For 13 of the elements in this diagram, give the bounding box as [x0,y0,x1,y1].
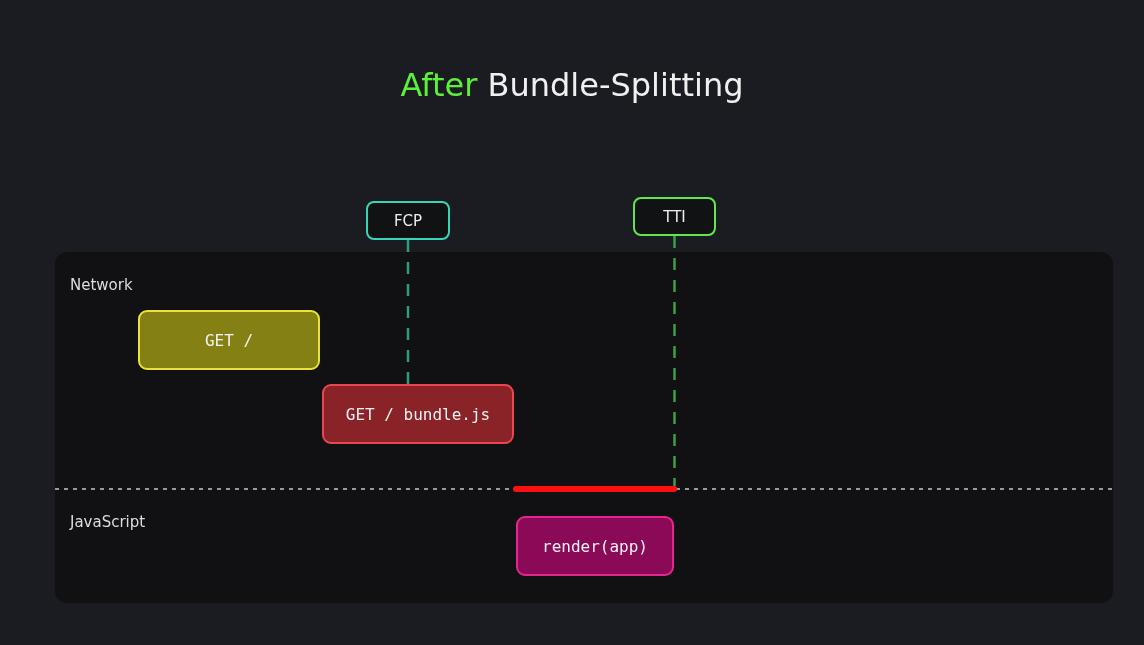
timing-marker-line [673,236,676,486]
request-bar: GET / [138,310,320,370]
lane-label: Network [70,276,133,294]
milestone-tag: TTI [633,197,716,236]
milestone-tag: FCP [366,201,450,240]
timing-marker-line [406,240,410,384]
request-bar: GET / bundle.js [322,384,514,444]
swimlane [55,489,1113,603]
swimlane [55,252,1113,489]
task-bar: render(app) [516,516,674,576]
blocking-bar [513,486,677,492]
lane-label: JavaScript [70,513,146,531]
title: After Bundle-Splitting [399,66,745,104]
